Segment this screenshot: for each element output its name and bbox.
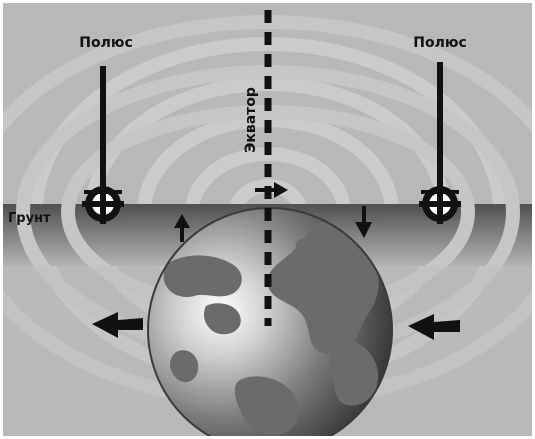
pole-right-electrode-icon: [419, 62, 461, 224]
arrow-left-right-side-icon: [408, 314, 460, 340]
pole-left-label: Полюс: [79, 35, 133, 51]
arrow-equator-right-icon: [255, 182, 288, 198]
equator-label: Экватор: [243, 87, 259, 153]
arrow-left-icon: [92, 312, 143, 338]
pole-left-electrode-icon: [82, 66, 124, 224]
pole-right-label: Полюс: [413, 35, 467, 51]
arrow-up-left-icon: [174, 214, 190, 242]
arrow-down-right-icon: [355, 206, 372, 238]
earth-globe-icon: [147, 207, 393, 436]
ground-label: Грунт: [8, 211, 51, 226]
